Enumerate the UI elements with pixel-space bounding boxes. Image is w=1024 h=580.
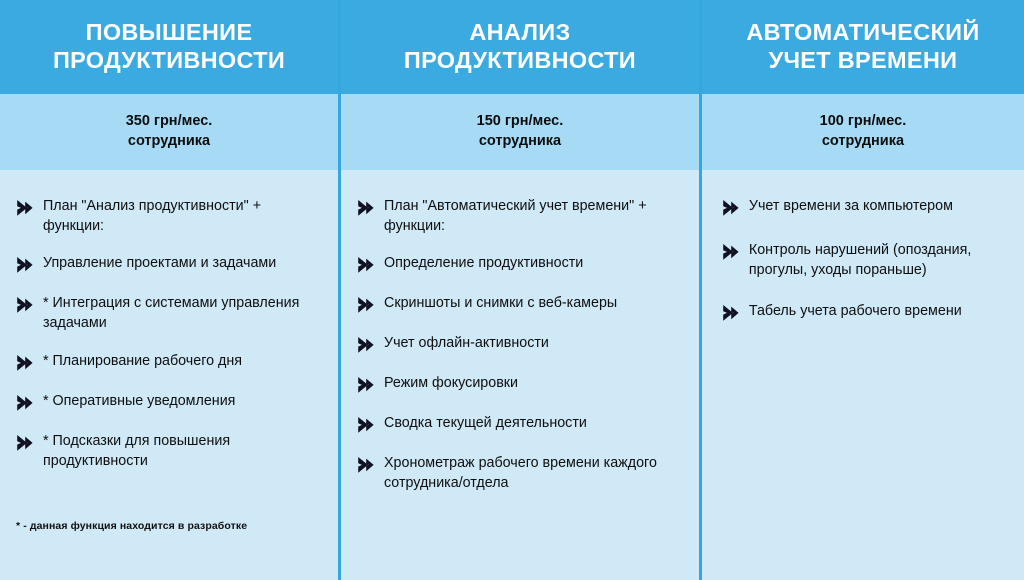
list-item: Учет офлайн-активности: [355, 333, 685, 356]
footnote-in-development: * - данная функция находится в разработк…: [16, 520, 248, 532]
feature-text: Сводка текущей деятельности: [384, 415, 587, 432]
plan-body-automatic-time-tracking: Учет времени за компьютером Контроль нар…: [701, 170, 1024, 580]
plan-price-unit: сотрудника: [821, 133, 905, 149]
arrow-chevron-bullet-icon: [355, 454, 377, 476]
feature-text: * Подсказки для повышения продуктивности: [43, 432, 231, 469]
arrow-chevron-bullet-icon: [355, 294, 377, 316]
feature-text: Учет офлайн-активности: [384, 335, 549, 352]
feature-text: План "Автоматический учет времени" + фун…: [384, 198, 647, 234]
feature-text: Учет времени за компьютером: [748, 198, 953, 214]
arrow-chevron-bullet-icon: [720, 241, 742, 263]
plan-price-band-productivity-analysis: 150 грн/мес. сотрудника: [341, 94, 699, 170]
plan-price-amount: 350 грн/мес.: [125, 113, 213, 130]
arrow-chevron-bullet-icon: [355, 414, 377, 436]
arrow-chevron-bullet-icon: [14, 392, 36, 414]
arrow-chevron-bullet-icon: [355, 254, 377, 276]
arrow-chevron-bullet-icon: [14, 432, 36, 454]
feature-text: Табель учета рабочего времени: [748, 303, 962, 320]
plan-column-productivity-boost: ПОВЫШЕНИЕ ПРОДУКТИВНОСТИ 350 грн/мес. со…: [0, 0, 338, 580]
plan-header-automatic-time-tracking: АВТОМАТИЧЕСКИЙ УЧЕТ ВРЕМЕНИ: [701, 0, 1024, 94]
list-item: Скриншоты и снимки с веб-камеры: [355, 293, 685, 316]
feature-text: * Интеграция с системами управления зада…: [43, 295, 300, 332]
list-item: Табель учета рабочего времени: [720, 301, 1008, 324]
list-item: Управление проектами и задачами: [14, 253, 324, 276]
feature-text: Управление проектами и задачами: [43, 255, 277, 272]
feature-text: Определение продуктивности: [384, 255, 584, 272]
plan-title: ПОВЫШЕНИЕ ПРОДУКТИВНОСТИ: [52, 19, 286, 73]
list-item: Определение продуктивности: [355, 253, 685, 276]
arrow-chevron-bullet-icon: [355, 374, 377, 396]
arrow-chevron-bullet-icon: [14, 352, 36, 374]
list-item: * Оперативные уведомления: [14, 391, 324, 414]
plan-title: АНАЛИЗ ПРОДУКТИВНОСТИ: [403, 19, 636, 73]
plan-header-productivity-boost: ПОВЫШЕНИЕ ПРОДУКТИВНОСТИ: [0, 0, 338, 94]
list-item: * Подсказки для повышения продуктивности: [14, 431, 324, 471]
arrow-chevron-bullet-icon: [14, 254, 36, 276]
arrow-chevron-bullet-icon: [720, 197, 742, 219]
feature-text: Скриншоты и снимки с веб-камеры: [384, 295, 618, 312]
list-item: План "Анализ продуктивности" + функции:: [14, 196, 324, 236]
feature-text: * Планирование рабочего дня: [43, 352, 243, 369]
column-divider: [338, 0, 341, 580]
arrow-chevron-bullet-icon: [14, 197, 36, 219]
list-item: Режим фокусировки: [355, 373, 685, 396]
plan-price-unit: сотрудника: [127, 133, 211, 149]
feature-text: План "Анализ продуктивности" + функции:: [43, 198, 262, 234]
arrow-chevron-bullet-icon: [14, 294, 36, 316]
plan-price-unit: сотрудника: [478, 133, 562, 149]
list-item: Учет времени за компьютером: [720, 196, 1008, 219]
feature-list: План "Анализ продуктивности" + функции: …: [14, 196, 324, 488]
feature-list: План "Автоматический учет времени" + фун…: [355, 196, 685, 511]
list-item: Контроль нарушений (опоздания, прогулы, …: [720, 240, 1008, 280]
plan-price-band-productivity-boost: 350 грн/мес. сотрудника: [0, 94, 338, 170]
list-item: Сводка текущей деятельности: [355, 413, 685, 436]
column-divider: [698, 0, 702, 580]
plan-body-productivity-boost: План "Анализ продуктивности" + функции: …: [0, 170, 338, 580]
list-item: Хронометраж рабочего времени каждого сот…: [355, 453, 685, 493]
feature-list: Учет времени за компьютером Контроль нар…: [720, 196, 1008, 345]
feature-text: * Оперативные уведомления: [43, 392, 236, 409]
plan-price-amount: 100 грн/мес.: [819, 113, 907, 130]
plan-body-productivity-analysis: План "Автоматический учет времени" + фун…: [341, 170, 699, 580]
feature-text: Режим фокусировки: [384, 375, 519, 392]
plan-column-productivity-analysis: АНАЛИЗ ПРОДУКТИВНОСТИ 150 грн/мес. сотру…: [341, 0, 699, 580]
plan-column-automatic-time-tracking: АВТОМАТИЧЕСКИЙ УЧЕТ ВРЕМЕНИ 100 грн/мес.…: [701, 0, 1024, 580]
list-item: * Планирование рабочего дня: [14, 351, 324, 374]
arrow-chevron-bullet-icon: [720, 302, 742, 324]
plan-price-band-automatic-time-tracking: 100 грн/мес. сотрудника: [701, 94, 1024, 170]
feature-text: Хронометраж рабочего времени каждого сот…: [384, 455, 657, 492]
feature-text: Контроль нарушений (опоздания, прогулы, …: [748, 242, 972, 278]
plan-title: АВТОМАТИЧЕСКИЙ УЧЕТ ВРЕМЕНИ: [746, 19, 980, 73]
list-item: План "Автоматический учет времени" + фун…: [355, 196, 685, 236]
list-item: * Интеграция с системами управления зада…: [14, 293, 324, 333]
arrow-chevron-bullet-icon: [355, 197, 377, 219]
plan-price-amount: 150 грн/мес.: [476, 113, 564, 130]
plan-header-productivity-analysis: АНАЛИЗ ПРОДУКТИВНОСТИ: [341, 0, 699, 94]
arrow-chevron-bullet-icon: [355, 334, 377, 356]
